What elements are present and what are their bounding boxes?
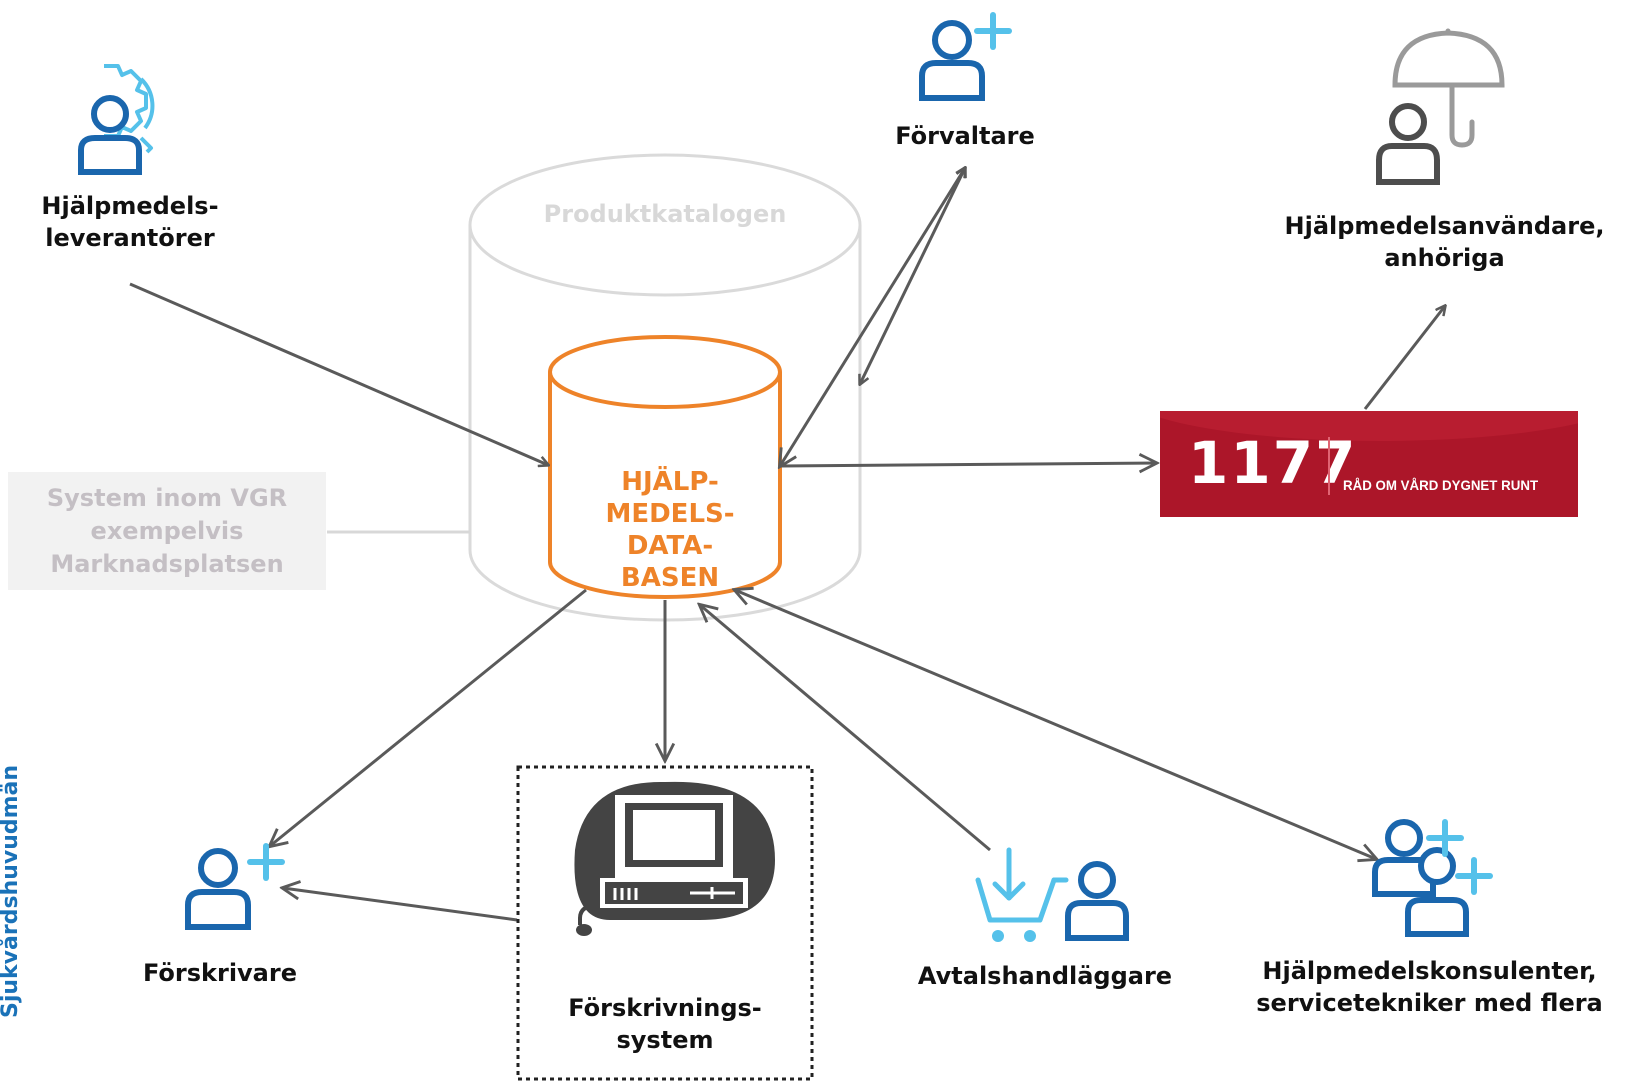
forskrivningssystem-box xyxy=(516,765,814,1081)
label-avtalshandlaggare: Avtalshandläggare xyxy=(917,962,1173,990)
arrow-catalog-forvaltare xyxy=(860,168,965,384)
user-umbrella-icon xyxy=(1376,28,1505,185)
database-title: HJÄLP- MEDELS- DATA- BASEN xyxy=(605,467,735,593)
label-leverantorer: Hjälpmedels- leverantörer xyxy=(41,192,219,252)
banner-tagline: RÅD OM VÅRD DYGNET RUNT xyxy=(1343,477,1539,493)
arrow-leverantorer-to-db xyxy=(129,282,548,465)
banner-1177[interactable]: 1177 RÅD OM VÅRD DYGNET RUNT xyxy=(1160,411,1578,517)
user-plus-icon xyxy=(185,843,285,930)
arrow-1177-to-anvandare xyxy=(1363,306,1445,410)
user-gear-icon xyxy=(78,64,155,175)
arrow-db-konsulenter xyxy=(735,590,1376,859)
label-forskrivningssystem: Förskrivnings- system xyxy=(568,994,762,1054)
label-konsulenter: Hjälpmedelskonsulenter, servicetekniker … xyxy=(1256,957,1603,1017)
users-plus-icon xyxy=(1372,819,1493,937)
database-cylinder xyxy=(548,335,782,599)
arrow-db-to-forskrivare xyxy=(270,588,587,846)
user-plus-icon xyxy=(919,12,1012,101)
banner-separator xyxy=(1328,437,1330,495)
label-forskrivare: Förskrivare xyxy=(142,959,297,987)
arrow-system-to-forskrivare xyxy=(283,888,518,922)
cart-user-icon xyxy=(975,847,1129,942)
banner-number: 1177 xyxy=(1188,429,1358,497)
arrow-db-to-1177 xyxy=(779,463,1156,466)
computer-icon xyxy=(574,781,775,936)
side-label: Sjukvårdshuvudmän xyxy=(0,764,23,1018)
label-forvaltare: Förvaltare xyxy=(895,122,1035,150)
catalog-title: Produktkatalogen xyxy=(543,200,787,228)
label-anvandare: Hjälpmedelsanvändare, anhöriga xyxy=(1284,212,1605,272)
vgr-system-box: System inom VGR exempelvis Marknadsplats… xyxy=(8,472,326,590)
